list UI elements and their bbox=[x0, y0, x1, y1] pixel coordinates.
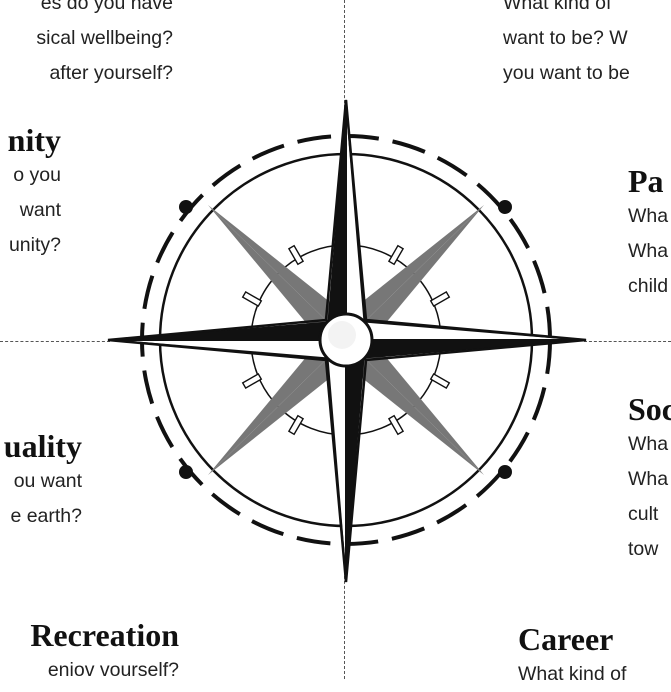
career-section: Career What kind of bbox=[518, 621, 626, 692]
horizontal-dashed-guide-right bbox=[584, 341, 671, 342]
spirituality-line-2: e earth? bbox=[10, 505, 82, 527]
self-line-2: want to be? W bbox=[503, 27, 628, 49]
community-line-2: want bbox=[19, 199, 61, 221]
recreation-line-1: eniov vourself? bbox=[47, 659, 179, 681]
recreation-heading: Recreation bbox=[30, 617, 179, 653]
community-line-3: unity? bbox=[8, 234, 61, 256]
spirituality-line-1: ou want bbox=[13, 470, 82, 492]
health-section: es do you have sical wellbeing? after yo… bbox=[36, 0, 173, 91]
compass-rose-icon bbox=[107, 99, 587, 583]
career-line-1: What kind of bbox=[518, 663, 627, 685]
horizontal-dashed-guide-left bbox=[0, 341, 110, 342]
career-heading: Career bbox=[518, 621, 614, 657]
partner-line-2: Wha bbox=[628, 240, 669, 262]
recreation-section: Recreation eniov vourself? bbox=[30, 617, 179, 688]
social-line-3: cult bbox=[628, 503, 659, 525]
social-section: Soc Wha Wha cult tow bbox=[628, 391, 671, 567]
health-line-3: after yourself? bbox=[49, 62, 173, 84]
spirituality-heading: uality bbox=[3, 428, 82, 464]
social-line-1: Wha bbox=[628, 433, 669, 455]
health-line-1: es do you have bbox=[40, 0, 173, 14]
community-heading: nity bbox=[7, 122, 61, 158]
community-line-1: o you bbox=[13, 164, 61, 186]
community-section: nity o you want unity? bbox=[8, 122, 61, 263]
self-line-1: What kind of bbox=[503, 0, 612, 14]
partner-line-1: Wha bbox=[628, 205, 669, 227]
self-line-3: you want to be bbox=[503, 62, 630, 84]
social-line-4: tow bbox=[628, 538, 659, 560]
social-line-2: Wha bbox=[628, 468, 669, 490]
self-section: What kind of want to be? W you want to b… bbox=[503, 0, 630, 91]
health-line-2: sical wellbeing? bbox=[36, 27, 173, 49]
social-heading: Soc bbox=[628, 391, 671, 427]
spirituality-section: uality ou want e earth? bbox=[4, 428, 82, 534]
partner-heading: Pa bbox=[628, 163, 664, 199]
partner-line-3: child bbox=[628, 275, 669, 297]
partner-section: Pa Wha Wha child bbox=[628, 163, 668, 304]
